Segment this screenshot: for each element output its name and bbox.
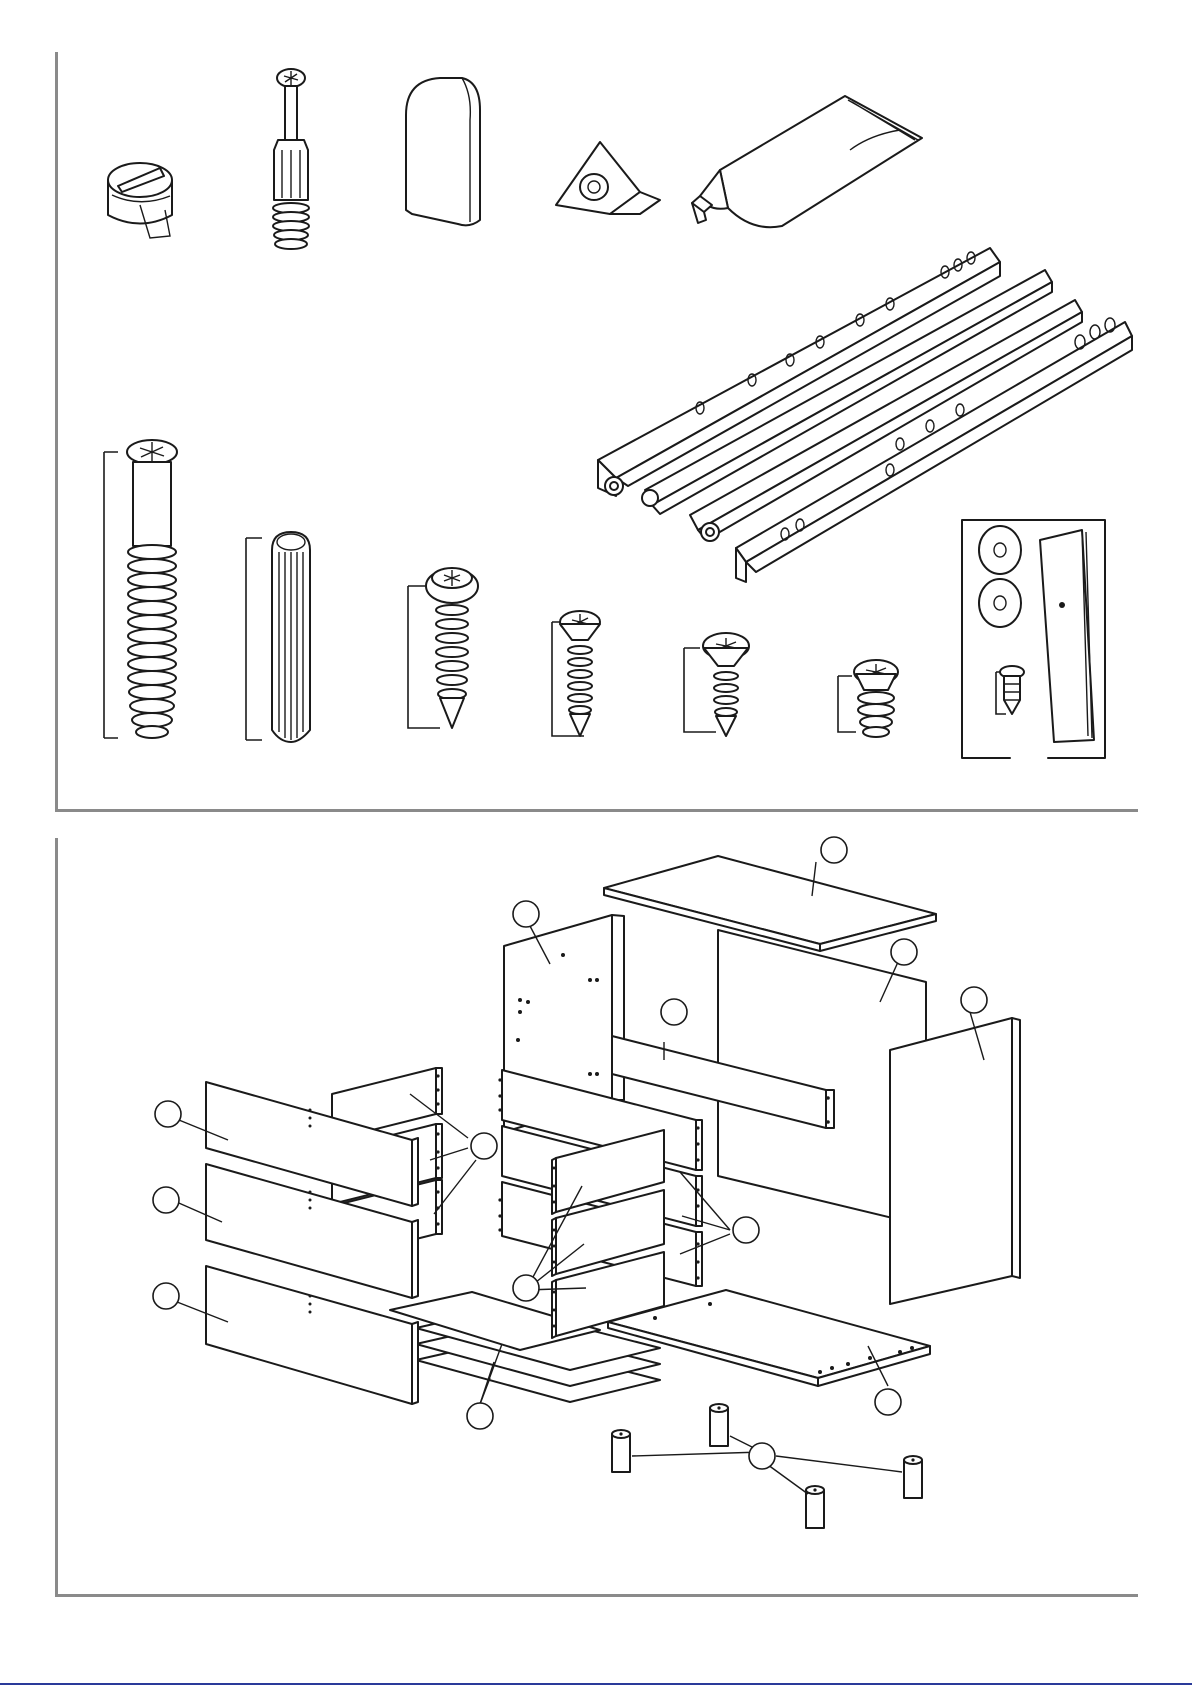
wood-dowel-icon — [246, 532, 310, 742]
euro-screw-icon — [838, 660, 898, 737]
exploded-view-panel — [55, 838, 1138, 1597]
long-screw-icon — [104, 440, 177, 738]
drawer-runner-set-icon — [598, 248, 1132, 582]
wall-fixing-kit-icon — [962, 520, 1105, 758]
pan-head-screw-icon — [408, 568, 478, 728]
hardware-diagram — [0, 0, 1192, 820]
countersunk-screw-medium-icon — [684, 633, 749, 736]
cam-bolt-icon — [273, 69, 309, 249]
door-bumper-icon — [406, 78, 480, 225]
countersunk-screw-large-icon — [552, 611, 600, 736]
corner-bracket-icon — [556, 142, 660, 214]
cam-lock-nut-icon — [108, 163, 172, 238]
glue-tube-icon — [692, 96, 922, 227]
